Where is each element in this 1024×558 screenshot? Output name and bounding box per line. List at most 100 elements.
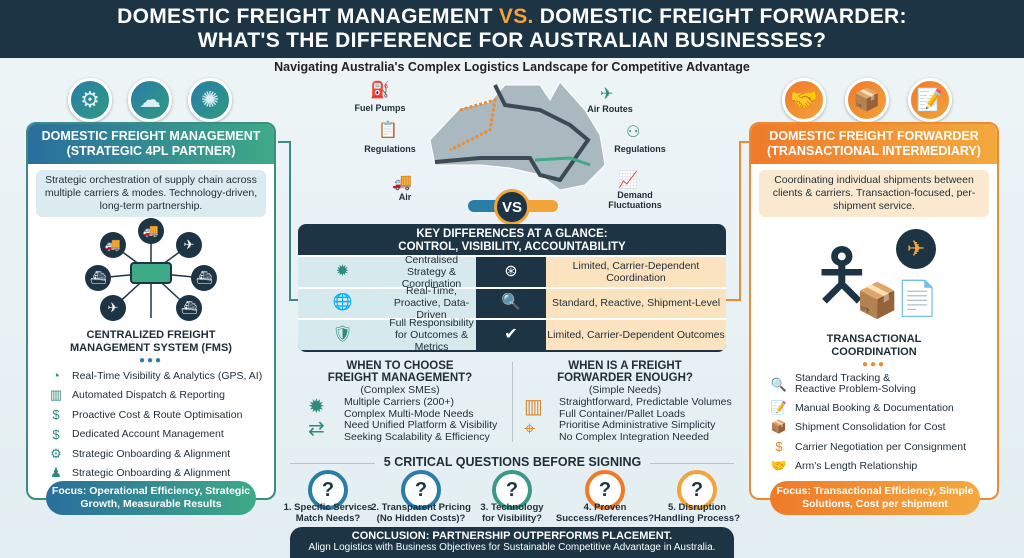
question-icon: ? — [677, 470, 717, 510]
when-fm-t2: FREIGHT MANAGEMENT? — [327, 372, 473, 384]
ff-focus-pill: Focus: Transactional Efficiency, Simple … — [770, 481, 980, 515]
feature-item: $Proactive Cost & Route Optimisation — [46, 405, 274, 425]
chart-icon: ▥ — [49, 387, 63, 403]
question-icon: ? — [308, 470, 348, 510]
plane-icon: ✈ — [600, 86, 614, 103]
when-fm-item: Multiple Carriers (200+) — [344, 396, 454, 408]
conclusion-text: Align Logistics with Business Objectives… — [308, 542, 716, 553]
question-text: 2. Transparent Pricing — [371, 502, 471, 513]
when-fm-item: Seeking Scalability & Efficiency — [344, 430, 490, 443]
feature-label: Automated Dispatch & Reporting — [72, 389, 225, 402]
feature-item: 📝 Manual Booking & Documentation — [769, 398, 997, 418]
feature-item: 🔍Standard Tracking & Reactive Problem-So… — [769, 370, 997, 398]
ff-subheading: (TRANSACTIONAL INTERMEDIARY) — [767, 144, 981, 158]
document-icon: 📄 — [896, 280, 939, 318]
map-label-air: Air — [398, 192, 412, 202]
map-label-demand: Demand Fluctuations — [608, 190, 662, 210]
question-text: Handling Process? — [653, 513, 741, 524]
when-fm-sub: (Complex SMEs) — [360, 384, 440, 396]
when-ff-sub: (Simple Needs) — [588, 384, 662, 396]
cloud-network-icon: ☁ — [128, 78, 172, 122]
question-text: (No Hidden Costs)? — [376, 513, 466, 524]
australia-map — [429, 81, 606, 191]
feature-label: Proactive Cost & Route Optimisation — [72, 408, 243, 421]
fms-title: CENTRALIZED FREIGHT MANAGEMENT SYSTEM (F… — [70, 329, 232, 354]
question-text: Success/References? — [555, 513, 655, 524]
fuel-pump-icon: ⛽ — [370, 82, 390, 99]
kd-right: Limited, Carrier-Dependent Outcomes — [546, 320, 726, 350]
gauge-icon: ◔ — [52, 368, 60, 384]
when-ff-t2: FORWARDER ENOUGH? — [557, 372, 693, 384]
question-text: 4. Proven — [583, 502, 627, 513]
account-icon: $ — [52, 426, 60, 442]
box-icon: 📦 — [845, 78, 889, 122]
dots: ●●● — [861, 359, 887, 370]
feature-label: Strategic Onboarding & Alignment — [72, 467, 231, 480]
feature-item: 📦Shipment Consolidation for Cost — [769, 418, 997, 438]
feature-label: Carrier Negotiation per Consignment — [795, 440, 966, 453]
ship-icon: ⛴ — [191, 265, 217, 291]
question-icon: ? — [492, 470, 532, 510]
feature-label: Strategic Onboarding & Alignment — [72, 447, 231, 460]
ff-heading: DOMESTIC FREIGHT FORWARDER — [769, 129, 979, 143]
kd-right: Standard, Reactive, Shipment-Level — [546, 288, 726, 318]
ff-header: DOMESTIC FREIGHT FORWARDER(TRANSACTIONAL… — [751, 124, 997, 164]
kd-row: 🛡Full Responsibility for Outcomes & Metr… — [298, 316, 726, 352]
map-label-air-routes: Air Routes — [587, 104, 633, 114]
truck-icon: 🚚 — [100, 232, 126, 258]
box-icon: 📦 — [856, 282, 899, 320]
tc-title: TRANSACTIONAL COORDINATION — [826, 333, 922, 358]
kd-left: Full Responsibility for Outcomes & Metri… — [389, 316, 474, 352]
question-icon: ? — [585, 470, 625, 510]
freight-forwarder-panel: DOMESTIC FREIGHT FORWARDER(TRANSACTIONAL… — [749, 122, 999, 500]
when-fm-list: Multiple Carriers (200+)Complex Multi-Mo… — [344, 396, 497, 443]
gears-icon: ⚙ — [68, 78, 112, 122]
kd-row: ✹Centralised Strategy & Coordination⊛Lim… — [298, 254, 726, 290]
network-icon: ✹ — [335, 262, 350, 280]
growth-chart-icon: 📈 — [618, 172, 638, 189]
plane-icon: ✈ — [176, 232, 202, 258]
title-vs: VS. — [498, 5, 534, 28]
kd-row: 🌐Real-Time, Proactive, Data-Driven🔍Stand… — [298, 285, 726, 321]
fm-subheading: (STRATEGIC 4PL PARTNER) — [66, 144, 236, 158]
key-differences-table: KEY DIFFERENCES AT A GLANCE:CONTROL, VIS… — [298, 224, 726, 352]
title-part1: DOMESTIC FREIGHT MANAGEMENT — [117, 5, 499, 28]
ship-icon: ⛴ — [176, 295, 202, 321]
main-title: DOMESTIC FREIGHT MANAGEMENT VS. DOMESTIC… — [0, 0, 1024, 58]
when-ff-t1: WHEN IS A FREIGHT — [568, 360, 682, 372]
steering-wheel-icon: ⊛ — [476, 257, 546, 287]
connector-lines — [278, 141, 750, 301]
person-icon: ♟ — [50, 465, 62, 481]
when-fm-t1: WHEN TO CHOOSE — [346, 360, 454, 372]
conclusion-bar: CONCLUSION: PARTNERSHIP OUTPERFORMS PLAC… — [290, 527, 734, 558]
question-label: 2. Transparent Pricing(No Hidden Costs)? — [371, 502, 471, 524]
ff-description: Coordinating individual shipments betwee… — [759, 170, 989, 217]
vs-badge: VS — [494, 189, 530, 225]
document-icon: 📝 — [908, 78, 952, 122]
feature-label: Manual Booking & Documentation — [795, 401, 954, 414]
plane-icon: ✈ — [100, 295, 126, 321]
map-label-regulations: Regulations — [364, 144, 416, 154]
booking-icon: 📝 — [770, 399, 788, 415]
when-ff-item: Full Container/Pallet Loads — [559, 407, 686, 420]
questions-title: 5 CRITICAL QUESTIONS BEFORE SIGNING — [375, 455, 650, 469]
feature-item: ⚙Strategic Onboarding & Alignment — [46, 444, 274, 464]
ship-icon: ⛴ — [85, 265, 111, 291]
question-icon: ? — [401, 470, 441, 510]
truck-icon: 🚚 — [138, 218, 164, 244]
hub-lines — [97, 231, 205, 318]
coordination-illustration: 🯅 ✈ 📦 📄 — [751, 223, 997, 333]
conclusion-title: CONCLUSION: PARTNERSHIP OUTPERFORMS PLAC… — [351, 530, 673, 542]
feature-item: ▥ Automated Dispatch & Reporting — [46, 386, 274, 406]
kd-title1: KEY DIFFERENCES AT A GLANCE: — [416, 228, 608, 240]
feature-label: Dedicated Account Management — [72, 428, 224, 441]
brain-icon: ✺ — [188, 78, 232, 122]
shield-check-icon: ✔ — [476, 320, 546, 350]
feature-item: ◔Real-Time Visibility & Analytics (GPS, … — [46, 366, 274, 386]
question-text: Match Needs? — [295, 513, 361, 524]
box-icon: 📦 — [770, 419, 788, 435]
